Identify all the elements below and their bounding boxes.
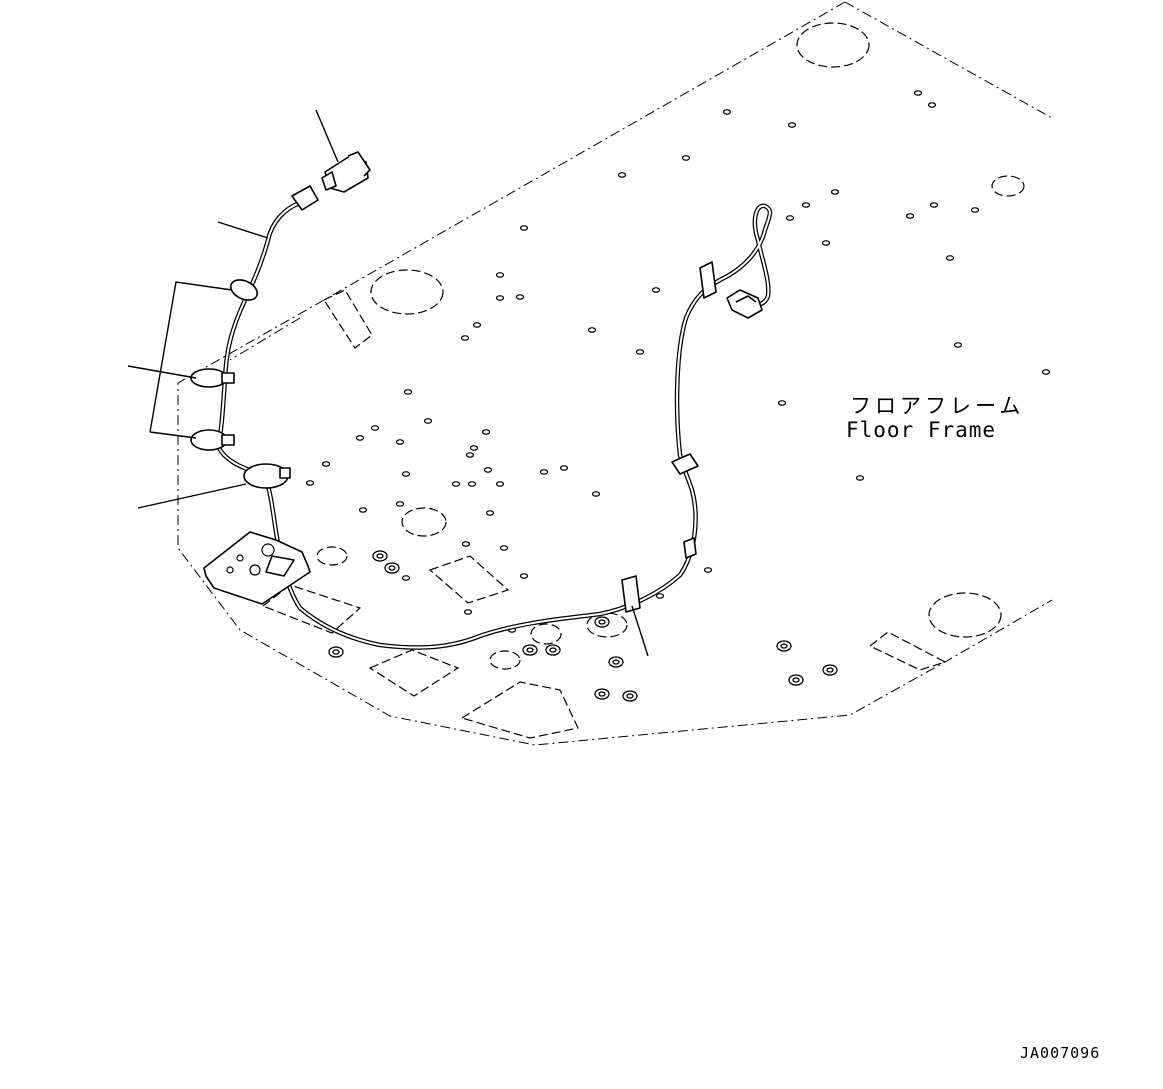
- frame-hole: [953, 342, 963, 348]
- frame-hole: [403, 389, 413, 395]
- frame-hole: [467, 481, 477, 487]
- drawing-id: JA007096: [1020, 1044, 1100, 1062]
- frame-hole: [451, 481, 461, 487]
- frame-cutouts: [261, 289, 947, 739]
- frame-boss-center: [598, 619, 606, 625]
- frame-hole: [617, 172, 627, 178]
- frame-hole: [423, 418, 433, 424]
- frame-hole: [539, 469, 549, 475]
- frame-hole: [355, 435, 365, 441]
- frame-hole: [495, 272, 505, 278]
- leader-lines: [127, 109, 649, 657]
- frame-hole: [401, 575, 411, 581]
- frame-hole: [945, 255, 955, 261]
- frame-hole: [970, 207, 980, 213]
- frame-boss-center: [332, 649, 340, 655]
- frame-hole: [651, 287, 661, 293]
- frame-boss-center: [626, 693, 634, 699]
- frame-boss-center: [780, 643, 788, 649]
- frame-hole: [722, 109, 732, 115]
- frame-hole: [395, 439, 405, 445]
- frame-bosses: [328, 550, 838, 702]
- label-floor-frame-jp: フロアフレーム: [850, 394, 1024, 418]
- frame-large-holes: [316, 22, 1025, 670]
- frame-hole: [305, 480, 315, 486]
- frame-hole: [481, 429, 491, 435]
- frame-hole: [1041, 369, 1051, 375]
- label-floor-frame-en: Floor Frame: [846, 418, 996, 442]
- frame-boss-center: [376, 553, 384, 559]
- frame-hole: [655, 593, 665, 599]
- frame-hole: [777, 400, 787, 406]
- connector-icon: [321, 151, 371, 193]
- frame-hole: [461, 541, 471, 547]
- frame-hole: [559, 465, 569, 471]
- frame-boss-center: [549, 647, 557, 653]
- harness-end-connector-icon: [291, 185, 319, 211]
- frame-hole: [929, 202, 939, 208]
- frame-hole: [370, 425, 380, 431]
- frame-hole: [635, 349, 645, 355]
- connector-right-icon: [726, 289, 763, 319]
- frame-hole: [463, 609, 473, 615]
- frame-hole: [495, 295, 505, 301]
- clamp-icon: [190, 261, 717, 613]
- frame-boss-center: [526, 647, 534, 653]
- frame-hole: [465, 452, 475, 458]
- frame-hole: [855, 475, 865, 481]
- frame-hole: [401, 471, 411, 477]
- frame-hole: [681, 155, 691, 161]
- bracket-icon: [203, 531, 311, 605]
- frame-hole: [821, 240, 831, 246]
- frame-hole: [469, 445, 479, 451]
- frame-hole: [801, 202, 811, 208]
- frame-hole: [483, 467, 493, 473]
- frame-hole: [830, 189, 840, 195]
- frame-hole: [515, 294, 525, 300]
- frame-hole: [703, 567, 713, 573]
- frame-boss-center: [792, 677, 800, 683]
- frame-hole: [519, 573, 529, 579]
- wire-harness: [215, 200, 773, 650]
- frame-boss-center: [826, 667, 834, 673]
- frame-hole: [472, 322, 482, 328]
- frame-hole: [485, 510, 495, 516]
- frame-hole: [358, 507, 368, 513]
- frame-hole: [460, 335, 470, 341]
- frame-small-holes: [305, 90, 1051, 633]
- frame-hole: [787, 122, 797, 128]
- frame-hole: [785, 215, 795, 221]
- frame-hole: [587, 327, 597, 333]
- frame-hole: [495, 481, 505, 487]
- frame-hole: [321, 461, 331, 467]
- frame-hole: [519, 225, 529, 231]
- frame-boss-center: [612, 659, 620, 665]
- frame-hole: [395, 501, 405, 507]
- frame-hole: [927, 102, 937, 108]
- frame-hole: [913, 90, 923, 96]
- frame-hole: [905, 213, 915, 219]
- frame-hole: [499, 545, 509, 551]
- frame-boss-center: [388, 565, 396, 571]
- frame-hole: [591, 491, 601, 497]
- frame-boss-center: [598, 691, 606, 697]
- floor-frame-outline: [177, 1, 1053, 746]
